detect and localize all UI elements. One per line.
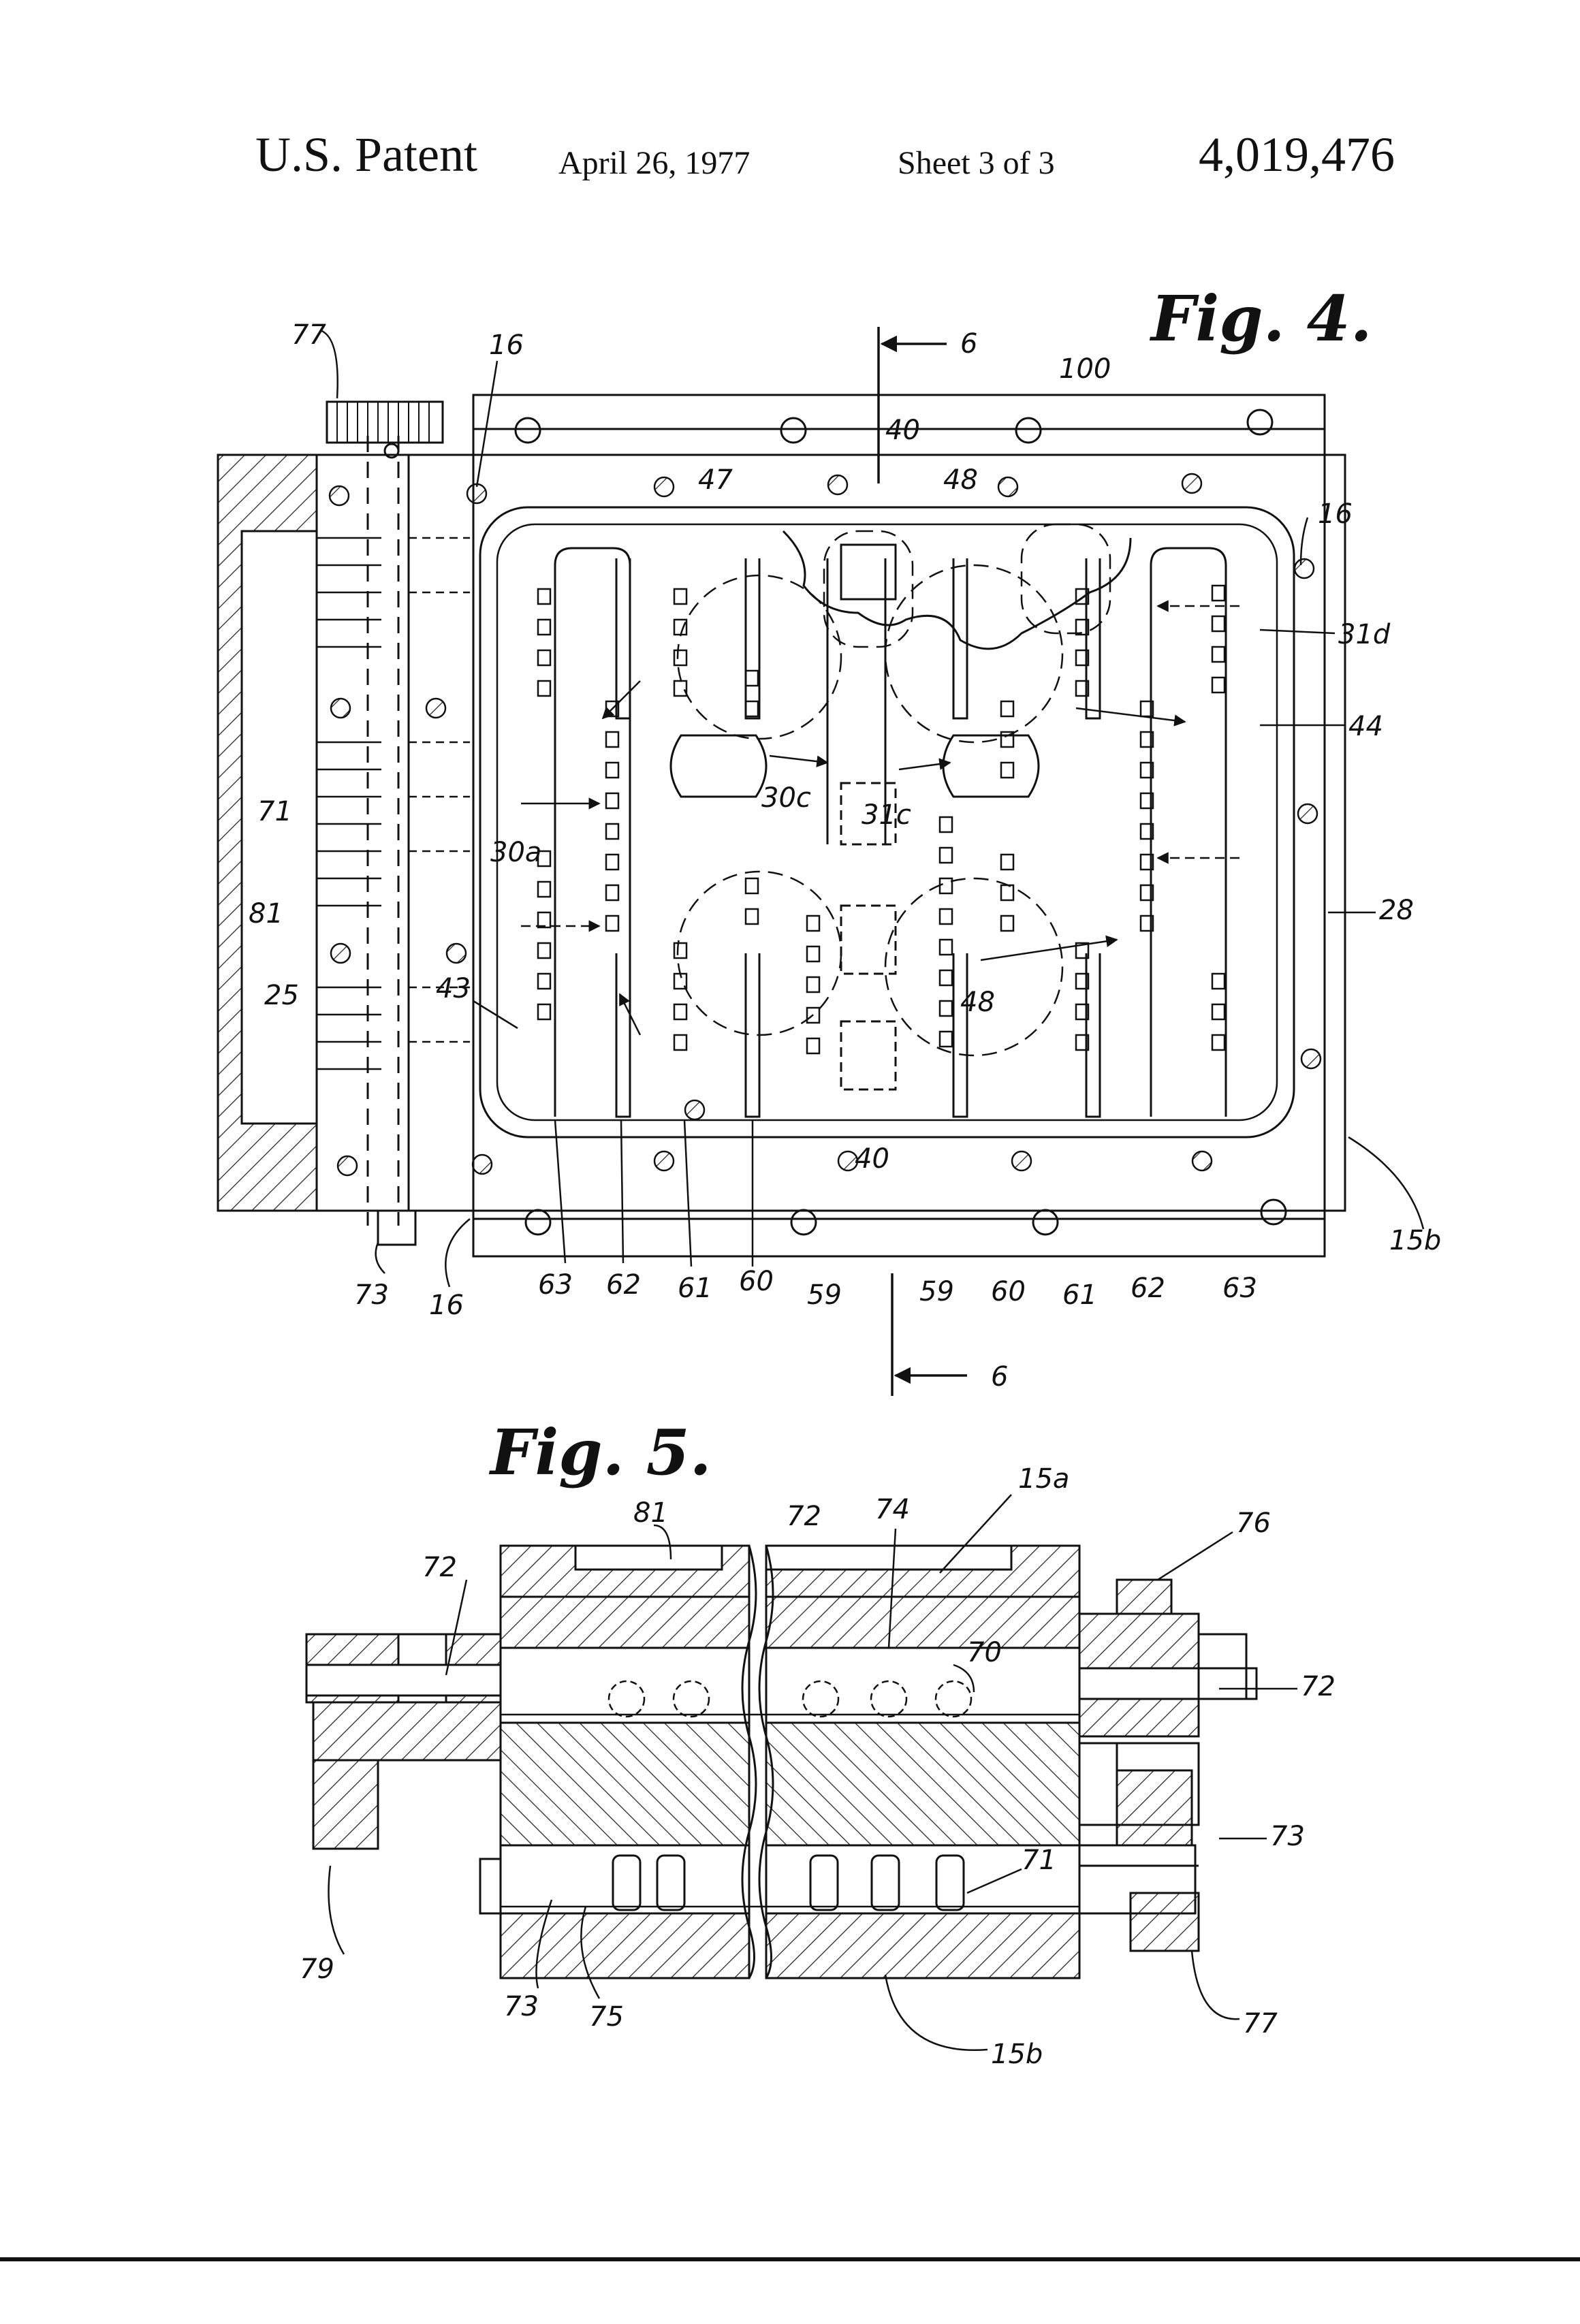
ref-60-left: 60 bbox=[739, 1266, 774, 1297]
ref-73-left: 73 bbox=[504, 1991, 539, 2022]
bracket-79 bbox=[313, 1702, 501, 1760]
ref-62-right: 62 bbox=[1131, 1273, 1165, 1304]
ref-15b: 15b bbox=[991, 2039, 1043, 2070]
ref-15a: 15a bbox=[1018, 1463, 1069, 1495]
shaft-72 bbox=[501, 1648, 749, 1723]
block-15b bbox=[501, 1913, 749, 1978]
patent-label: U.S. Patent bbox=[255, 127, 477, 183]
ref-40-bottom: 40 bbox=[855, 1143, 889, 1175]
ref-79: 79 bbox=[300, 1954, 334, 1985]
ref-16-top: 16 bbox=[489, 330, 524, 361]
ref-76: 76 bbox=[1236, 1508, 1271, 1539]
cutaway-100 bbox=[783, 531, 1131, 649]
ref-70: 70 bbox=[967, 1637, 1002, 1668]
ref-31d: 31d bbox=[1338, 619, 1391, 650]
ref-59-right: 59 bbox=[919, 1276, 954, 1307]
ref-73: 73 bbox=[354, 1279, 389, 1311]
ref-71: 71 bbox=[257, 796, 292, 827]
ref-30a: 30a bbox=[490, 837, 541, 868]
ref-72-center: 72 bbox=[787, 1501, 821, 1532]
ref-6-bottom: 6 bbox=[991, 1361, 1008, 1392]
ref-40-top: 40 bbox=[885, 415, 920, 446]
figure-5: Fig. 5. bbox=[300, 1416, 1336, 2070]
ref-72-right: 72 bbox=[1301, 1671, 1336, 1702]
knob-77 bbox=[327, 402, 443, 443]
sheet-number: Sheet 3 of 3 bbox=[898, 144, 1055, 182]
insert-40-top bbox=[841, 545, 896, 599]
ref-30c: 30c bbox=[761, 782, 811, 814]
ref-81: 81 bbox=[633, 1497, 668, 1529]
ref-62-left: 62 bbox=[606, 1269, 641, 1301]
ref-81: 81 bbox=[249, 898, 283, 929]
ref-75: 75 bbox=[589, 2001, 624, 2033]
ref-100: 100 bbox=[1059, 353, 1111, 385]
ref-25: 25 bbox=[264, 980, 299, 1011]
screws-16 bbox=[330, 474, 1321, 1175]
front-plate-28 bbox=[218, 455, 1345, 1211]
ref-77: 77 bbox=[291, 319, 326, 351]
ref-74: 74 bbox=[875, 1494, 910, 1525]
ref-77: 77 bbox=[1243, 2008, 1278, 2039]
block-15a bbox=[501, 1597, 749, 1648]
ref-72-left: 72 bbox=[422, 1552, 457, 1583]
ref-61-right: 61 bbox=[1062, 1279, 1097, 1311]
stud-73 bbox=[378, 1211, 415, 1245]
ref-16-bottom: 16 bbox=[429, 1290, 464, 1321]
fig4-title: Fig. 4. bbox=[1149, 282, 1372, 355]
ref-73-right: 73 bbox=[1270, 1821, 1305, 1852]
ref-31c: 31c bbox=[862, 799, 911, 831]
ref-71: 71 bbox=[1022, 1845, 1056, 1876]
mold-channels bbox=[555, 548, 1226, 1117]
ref-43: 43 bbox=[436, 973, 471, 1004]
dashed-circles bbox=[678, 524, 1110, 1055]
patent-number: 4,019,476 bbox=[1199, 127, 1395, 183]
fig5-title: Fig. 5. bbox=[488, 1416, 712, 1489]
ref-16-right: 16 bbox=[1318, 498, 1353, 530]
ref-15b: 15b bbox=[1389, 1225, 1441, 1256]
ref-44: 44 bbox=[1348, 711, 1383, 742]
figure-4: Fig. 4. bbox=[218, 282, 1441, 1396]
patent-date: April 26, 1977 bbox=[558, 144, 750, 182]
ref-60-right: 60 bbox=[991, 1276, 1026, 1307]
ref-48-top: 48 bbox=[943, 464, 978, 496]
ref-63-left: 63 bbox=[538, 1269, 573, 1301]
insert-40-bottom bbox=[841, 1021, 896, 1089]
ref-59-left: 59 bbox=[807, 1279, 842, 1311]
ref-47: 47 bbox=[698, 464, 733, 496]
ref-28: 28 bbox=[1379, 895, 1414, 926]
ref-61-left: 61 bbox=[678, 1273, 712, 1304]
ref-48-bottom: 48 bbox=[960, 987, 995, 1018]
ref-63-right: 63 bbox=[1222, 1273, 1257, 1304]
ref-6-top: 6 bbox=[960, 328, 977, 360]
